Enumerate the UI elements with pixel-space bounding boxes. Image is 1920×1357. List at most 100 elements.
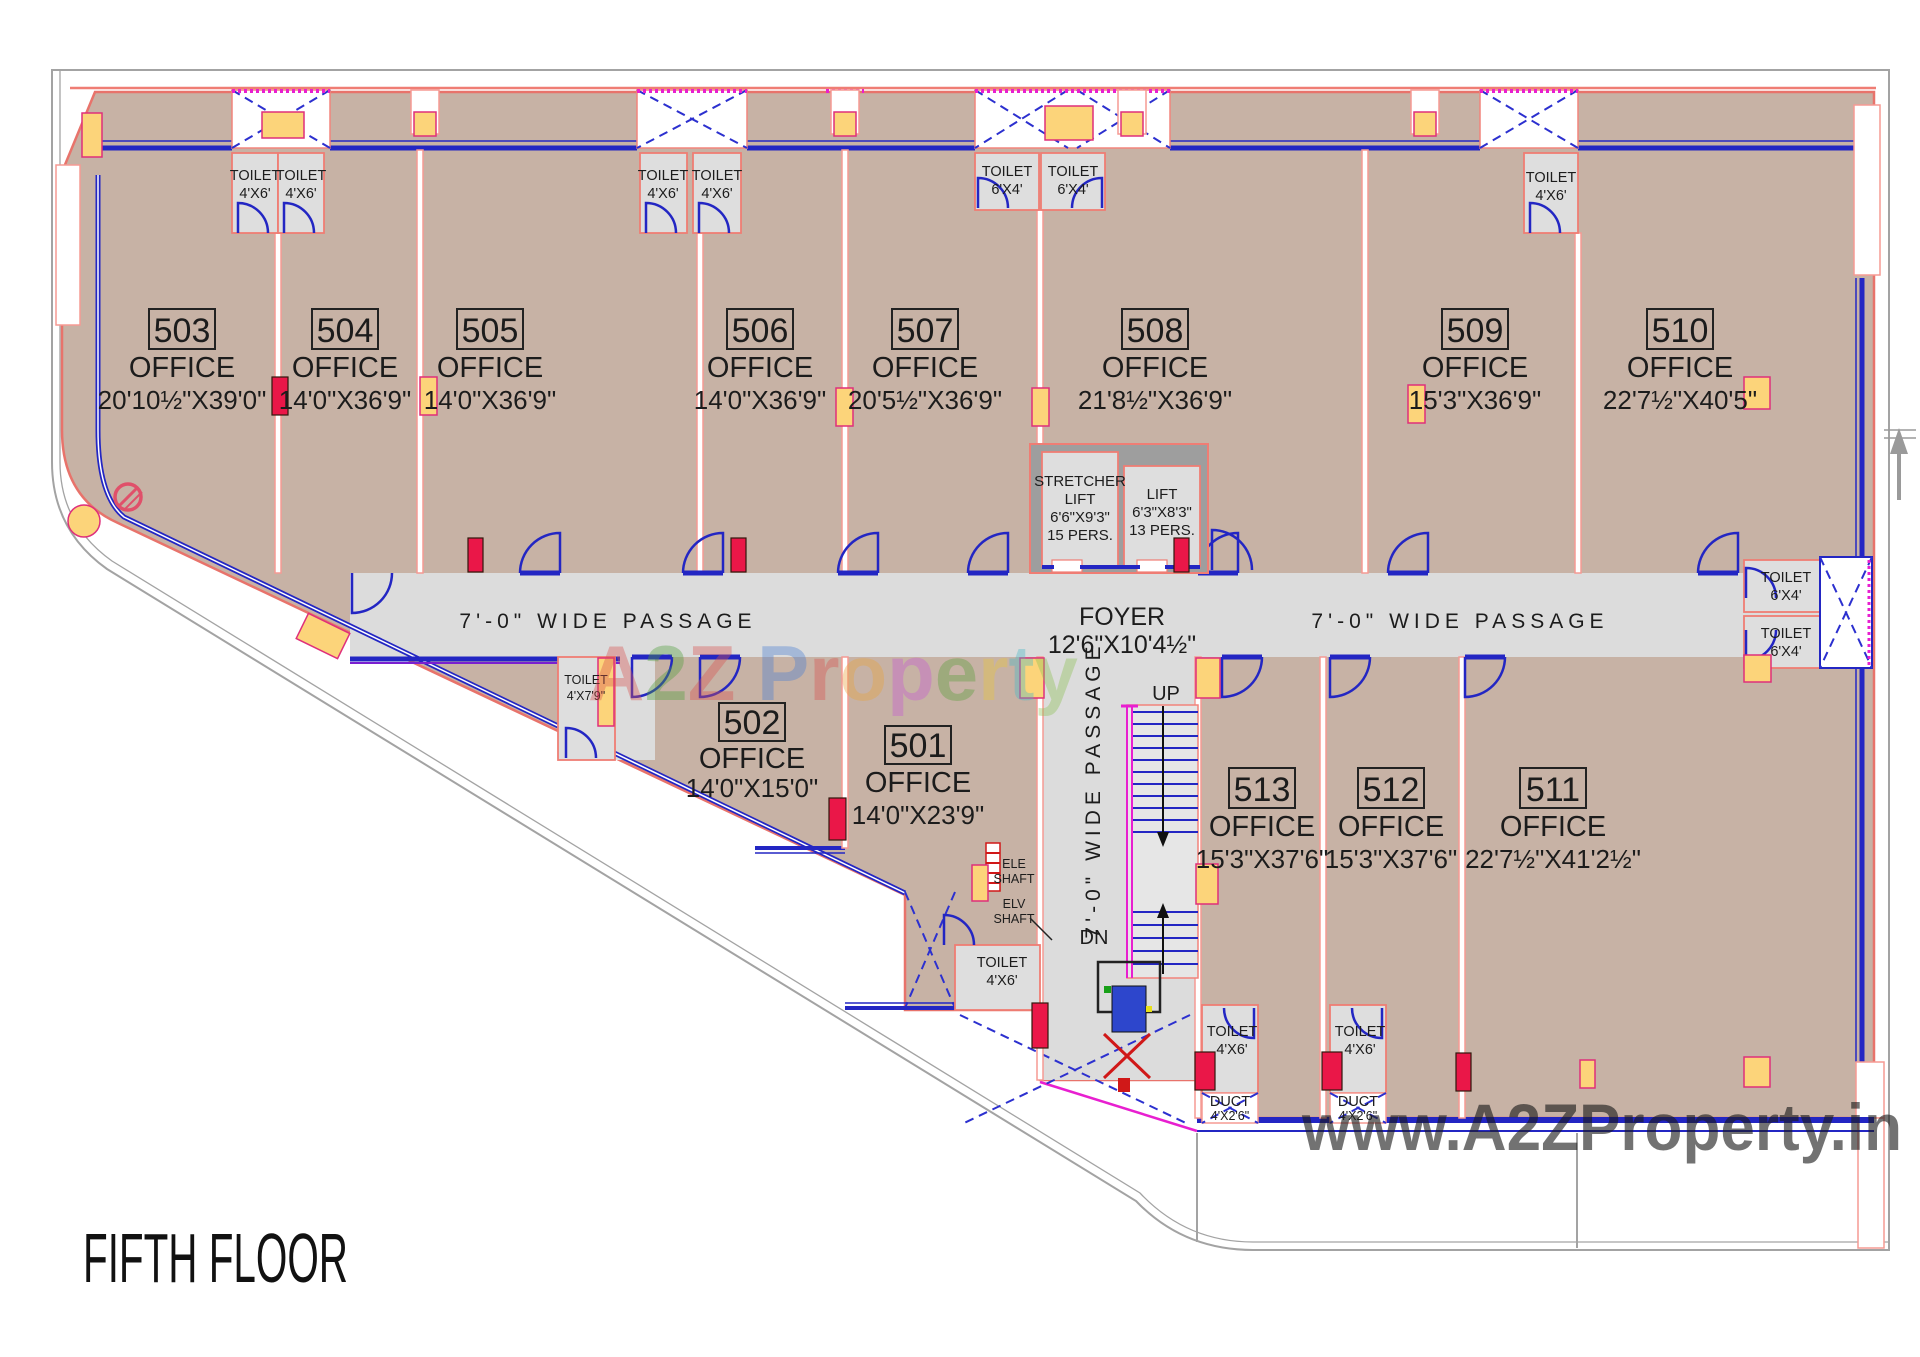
toilet-label: TOILET bbox=[638, 168, 689, 184]
toilet-label: TOILET bbox=[564, 673, 608, 687]
office-506-dims: 14'0"X36'9" bbox=[694, 385, 827, 415]
toilet-size: 6'X4' bbox=[1057, 182, 1089, 198]
toilet-size: 6'X4' bbox=[1770, 588, 1802, 604]
office-506-type: OFFICE bbox=[707, 352, 813, 384]
bottom-wall-terrace bbox=[755, 846, 1874, 1248]
office-508-dims: 21'8½"X36'9" bbox=[1078, 385, 1232, 415]
toilet-size: 4'X6' bbox=[701, 186, 733, 202]
office-labels: 503 OFFICE 20'10½"X39'0" 504 OFFICE 14'0… bbox=[98, 308, 1757, 874]
office-513-number: 513 bbox=[1234, 771, 1291, 809]
horizontal-passage-area bbox=[350, 573, 1820, 657]
toilet-size: 4'X6' bbox=[1535, 188, 1567, 204]
stretcher-lift-capacity: 15 PERS. bbox=[1047, 527, 1113, 544]
office-503-type: OFFICE bbox=[129, 352, 235, 384]
office-507-dims: 20'5½"X36'9" bbox=[848, 385, 1002, 415]
office-510-number: 510 bbox=[1652, 312, 1709, 350]
office-511-number: 511 bbox=[1526, 771, 1580, 809]
office-506-number: 506 bbox=[732, 312, 789, 350]
office-504-number: 504 bbox=[317, 312, 374, 350]
toilet-size: 4'X6' bbox=[285, 186, 317, 202]
toilet-labels: TOILET 4'X6' TOILET 4'X6' TOILET 4'X6' T… bbox=[230, 164, 1812, 1123]
exterior-arrow-marker bbox=[1884, 428, 1916, 500]
elv-shaft-label-line2: SHAFT bbox=[994, 912, 1035, 926]
office-503-dims: 20'10½"X39'0" bbox=[98, 385, 267, 415]
elv-shaft-leader bbox=[1029, 917, 1053, 941]
office-509-type: OFFICE bbox=[1422, 352, 1528, 384]
office-501-number: 501 bbox=[890, 727, 947, 765]
toilet-label: TOILET bbox=[1526, 170, 1577, 186]
duct-size: 4'X2'6" bbox=[1339, 1109, 1377, 1123]
office-513-type: OFFICE bbox=[1209, 811, 1315, 843]
toilet-label: TOILET bbox=[230, 168, 281, 184]
duct-label: DUCT bbox=[1338, 1094, 1378, 1110]
office-507-number: 507 bbox=[897, 312, 954, 350]
stretcher-lift-dims: 6'6"X9'3" bbox=[1050, 509, 1110, 526]
office-509-number: 509 bbox=[1447, 312, 1504, 350]
office-501-type: OFFICE bbox=[865, 767, 971, 799]
a2z-property-watermark: A2Z Property bbox=[588, 629, 1078, 717]
right-passage-label: 7'-0" WIDE PASSAGE bbox=[1311, 610, 1608, 633]
toilet-size: 6'X4' bbox=[1770, 644, 1802, 660]
stair-up-label: UP bbox=[1152, 683, 1180, 705]
office-512-type: OFFICE bbox=[1338, 811, 1444, 843]
round-column bbox=[67, 504, 101, 538]
office-510-type: OFFICE bbox=[1627, 352, 1733, 384]
lift-capacity: 13 PERS. bbox=[1129, 522, 1195, 539]
stair-arrow-down bbox=[1157, 832, 1169, 847]
stair-down-label: DN bbox=[1080, 927, 1109, 949]
office-505-type: OFFICE bbox=[437, 352, 543, 384]
stair-treads bbox=[1131, 711, 1198, 965]
toilet-size: 4'X6' bbox=[1344, 1042, 1376, 1058]
office-503-number: 503 bbox=[154, 312, 211, 350]
toilet-label: TOILET bbox=[1048, 164, 1099, 180]
office-504-type: OFFICE bbox=[292, 352, 398, 384]
office-502-number: 502 bbox=[724, 704, 781, 742]
toilet-size: 4'X6' bbox=[647, 186, 679, 202]
office-509-dims: 15'3"X36'9" bbox=[1409, 385, 1542, 415]
foyer-label: FOYER bbox=[1079, 603, 1165, 631]
page-title: FIFTH FLOOR bbox=[83, 1219, 348, 1297]
office-513-dims: 15'3"X37'6" bbox=[1196, 844, 1329, 874]
office-505-dims: 14'0"X36'9" bbox=[424, 385, 557, 415]
left-wall bbox=[55, 112, 907, 896]
toilet-size: 4'X6' bbox=[986, 973, 1018, 989]
toilet-size: 4'X7'9" bbox=[567, 689, 605, 703]
office-511-dims: 22'7½"X41'2½" bbox=[1465, 844, 1641, 874]
lift-block bbox=[1029, 443, 1209, 574]
toilet-label: TOILET bbox=[1335, 1024, 1386, 1040]
duct-size: 4'X2'6" bbox=[1211, 1109, 1249, 1123]
toilet-label: TOILET bbox=[982, 164, 1033, 180]
toilet-label: TOILET bbox=[1207, 1024, 1258, 1040]
circulation-labels: 7'-0" WIDE PASSAGE 7'-0" WIDE PASSAGE 7'… bbox=[459, 603, 1608, 949]
office-501-dims: 14'0"X23'9" bbox=[852, 800, 985, 830]
toilet-label: TOILET bbox=[977, 955, 1028, 971]
office-510-dims: 22'7½"X40'5" bbox=[1603, 385, 1757, 415]
left-passage-label: 7'-0" WIDE PASSAGE bbox=[459, 610, 756, 633]
lift-dims: 6'3"X8'3" bbox=[1132, 504, 1192, 521]
office-504-dims: 14'0"X36'9" bbox=[279, 385, 412, 415]
ele-shaft-label-line1: ELE bbox=[1002, 857, 1026, 871]
office-508-type: OFFICE bbox=[1102, 352, 1208, 384]
a2zproperty-url-watermark: www.A2ZProperty.in bbox=[1301, 1090, 1902, 1164]
office-505-number: 505 bbox=[462, 312, 519, 350]
toilet-size: 4'X6' bbox=[1216, 1042, 1248, 1058]
office-512-dims: 15'3"X37'6" bbox=[1325, 844, 1458, 874]
lift-labels: STRETCHER LIFT 6'6"X9'3" 15 PERS. LIFT 6… bbox=[1034, 473, 1195, 544]
stretcher-lift-line1: STRETCHER bbox=[1034, 473, 1126, 490]
top-wall-columns bbox=[261, 89, 1440, 141]
toilet-label: TOILET bbox=[276, 168, 327, 184]
site-boundary bbox=[51, 69, 1890, 1251]
office-508-number: 508 bbox=[1127, 312, 1184, 350]
stretcher-lift-line2: LIFT bbox=[1065, 491, 1096, 508]
office-511-type: OFFICE bbox=[1500, 811, 1606, 843]
lift-line1: LIFT bbox=[1147, 486, 1178, 503]
toilet-size: 6'X4' bbox=[991, 182, 1023, 198]
stair-arrow-up bbox=[1157, 903, 1169, 918]
elv-shaft-label-line1: ELV bbox=[1003, 897, 1026, 911]
toilet-size: 4'X6' bbox=[239, 186, 271, 202]
foyer-dims: 12'6"X10'4½" bbox=[1048, 631, 1196, 659]
right-wall bbox=[1853, 104, 1916, 1249]
office-502-type: OFFICE bbox=[699, 743, 805, 775]
